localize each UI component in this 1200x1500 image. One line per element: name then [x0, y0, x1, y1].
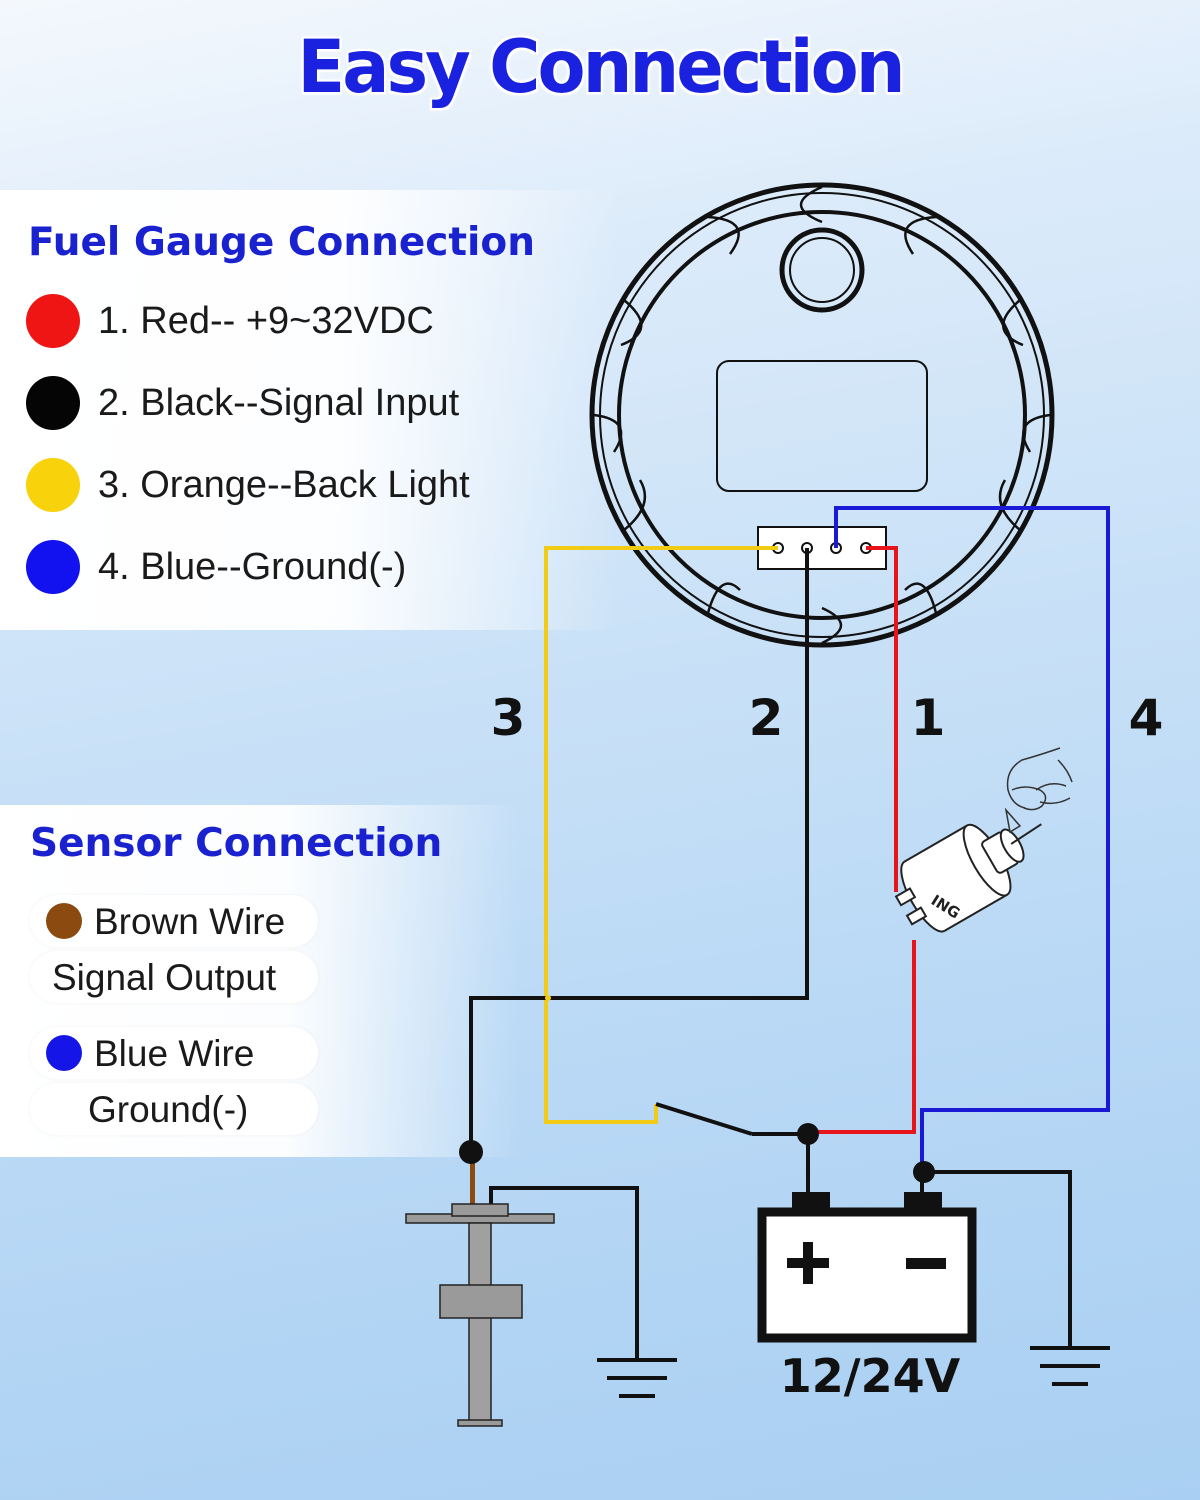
- sensor-connection-panel: Sensor Connection Brown Wire Signal Outp…: [0, 805, 520, 1157]
- signal-output-label: Signal Output: [52, 957, 277, 998]
- hand-icon: [1004, 747, 1073, 834]
- brown-wire-dot: [46, 903, 82, 939]
- blue-wire-dot: [26, 540, 80, 594]
- fuel-gauge-connection-panel: Fuel Gauge Connection 1. Red-- +9~32VDC …: [0, 190, 620, 630]
- fuel-level-sensor-icon: [405, 1160, 639, 1427]
- battery-voltage-label: 12/24V: [780, 1349, 961, 1403]
- page-title: Easy Connection: [297, 23, 905, 111]
- ground-label: Ground(-): [88, 1089, 249, 1130]
- ignition-switch-icon: ING: [894, 823, 1042, 933]
- black-wire-dot: [26, 376, 80, 430]
- blue-wire-pill: Blue Wire: [30, 1027, 318, 1079]
- minus-icon: [906, 1258, 946, 1269]
- wire-crossing: [545, 995, 551, 1001]
- signal-output-pill: Signal Output: [30, 951, 318, 1003]
- blue-wire-label: Blue Wire: [94, 1033, 255, 1074]
- ground-pill: Ground(-): [30, 1083, 318, 1135]
- wire-number-4: 4: [1129, 689, 1164, 747]
- gauge-bezel-knurling: [593, 185, 1051, 645]
- sensor-junction-dot: [459, 1140, 483, 1164]
- legend-label-black: 2. Black--Signal Input: [98, 382, 460, 424]
- legend-label-blue: 4. Blue--Ground(-): [98, 546, 407, 588]
- brown-wire-label: Brown Wire: [94, 901, 286, 942]
- orange-wire-dot: [26, 458, 80, 512]
- sensor-heading: Sensor Connection: [30, 821, 443, 866]
- legend-label-red: 1. Red-- +9~32VDC: [98, 300, 434, 342]
- wire-1-red-upper: [866, 546, 898, 892]
- fuel-gauge-icon: [589, 182, 1055, 648]
- wire-3-yellow: [544, 546, 778, 1124]
- blue-wire-dot-sensor: [46, 1035, 82, 1071]
- legend-label-orange: 3. Orange--Back Light: [98, 464, 470, 506]
- wire-number-1: 1: [911, 689, 946, 747]
- wire-number-2: 2: [749, 689, 784, 747]
- wire-1-red-lower: [808, 940, 916, 1134]
- ground-symbol-sensor: [597, 1358, 677, 1398]
- brown-wire-pill: Brown Wire: [30, 895, 318, 947]
- fuel-gauge-heading: Fuel Gauge Connection: [28, 220, 535, 265]
- wire-number-3: 3: [491, 689, 526, 747]
- wire-4-blue: [834, 506, 1110, 1172]
- red-wire-dot: [26, 294, 80, 348]
- battery-icon: [757, 1123, 1072, 1348]
- ground-symbol-battery: [1030, 1346, 1110, 1386]
- wire-2-black: [469, 548, 809, 1152]
- switch-lever: [655, 1102, 753, 1136]
